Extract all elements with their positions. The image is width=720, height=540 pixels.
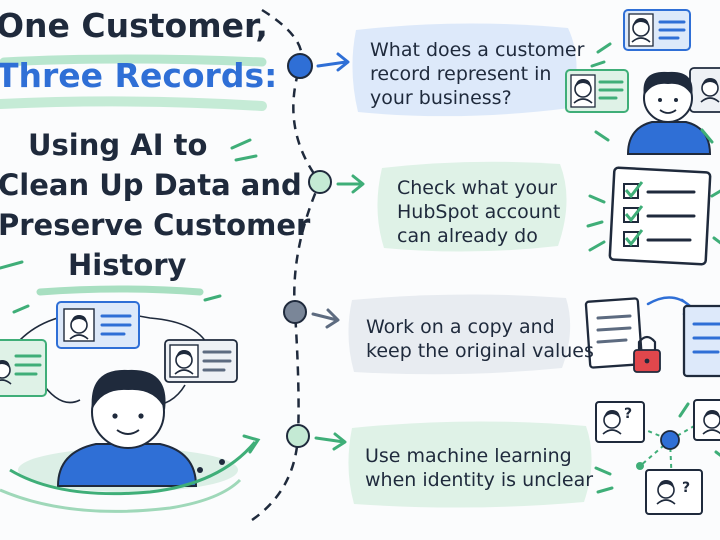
customer-card-icon: [56, 301, 140, 349]
three-records-illustration: [0, 294, 261, 513]
customer-network-illustration: [565, 9, 720, 155]
question-mark-icon: ?: [595, 401, 645, 443]
title-line-6: History: [68, 248, 187, 282]
step-2-text: Check what your HubSpot account can alre…: [397, 177, 561, 247]
timeline-node-4: [286, 424, 310, 448]
step-bubble-3: [348, 294, 571, 375]
title-line-4: Clean Up Data and: [0, 168, 302, 202]
lock-icon: [633, 335, 661, 373]
svg-text:?: ?: [682, 480, 690, 496]
step-bubble-2: [377, 161, 567, 252]
question-mark-icon: ?: [645, 469, 703, 515]
step-3-text: Work on a copy and keep the original val…: [366, 316, 594, 362]
checklist-icon: [586, 166, 720, 266]
title-line-3: Using AI to: [28, 128, 208, 162]
customer-card-icon: [0, 339, 47, 397]
customer-card-icon: [164, 339, 238, 383]
timeline-node-1: [287, 53, 313, 79]
step-bubble-4: [348, 421, 592, 508]
document-copy-icon: [584, 296, 720, 378]
title-line-1: One Customer,: [0, 6, 268, 45]
step-4-text: Use machine learning when identity is un…: [365, 445, 594, 491]
timeline: [251, 8, 365, 522]
title-line-5: Preserve Customer: [0, 208, 311, 242]
title-line-2: Three Records:: [0, 56, 278, 95]
step-1-text: What does a customer record represent in…: [370, 39, 585, 109]
customer-card-icon: [623, 9, 691, 51]
person-icon: [18, 369, 238, 492]
svg-text:?: ?: [624, 406, 632, 422]
timeline-node-2: [308, 170, 332, 194]
customer-card-icon: [565, 69, 629, 113]
person-icon: [626, 71, 712, 155]
timeline-node-3: [283, 300, 307, 324]
customer-card-icon: [689, 67, 720, 113]
step-bubbles: [348, 23, 592, 508]
question-mark-icon: [693, 399, 720, 441]
network-icon: ? ?: [594, 399, 720, 515]
step-bubble-1: [352, 23, 577, 117]
title-highlights: [0, 54, 267, 296]
